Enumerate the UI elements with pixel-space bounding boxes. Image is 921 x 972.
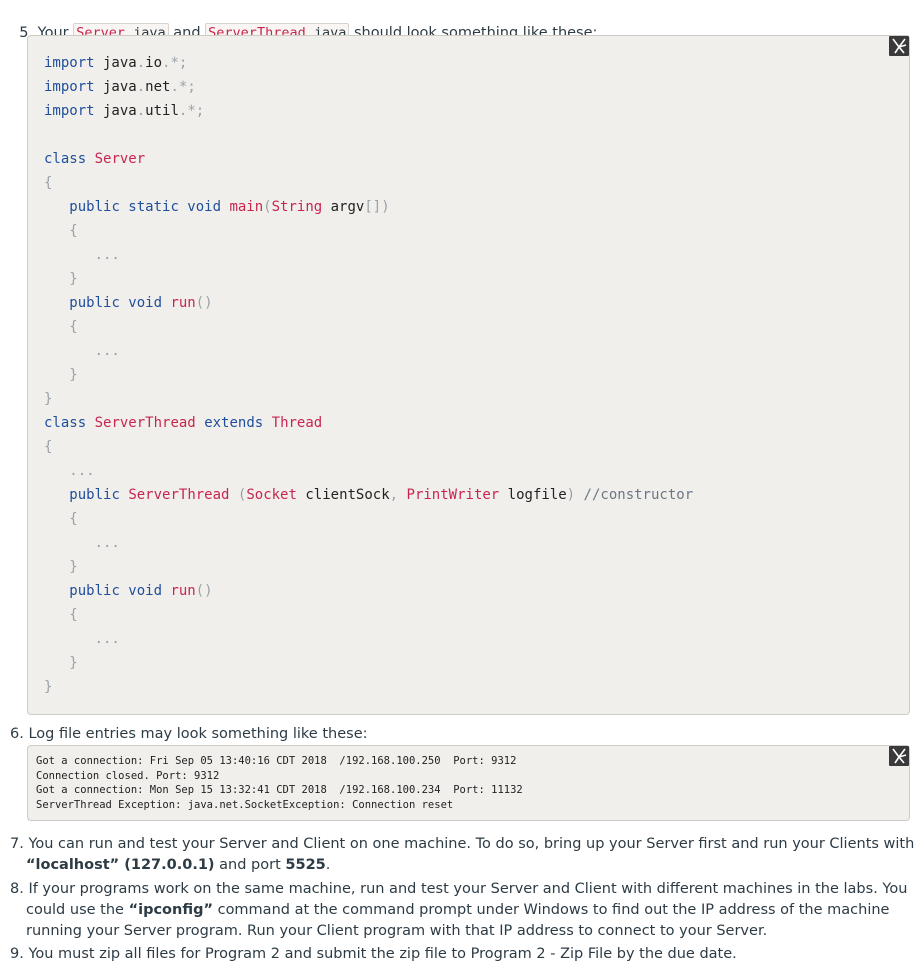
code-line: import java.net.*; — [44, 79, 196, 95]
code-line: public ServerThread (Socket clientSock, … — [69, 487, 694, 503]
code-line: { — [69, 223, 78, 239]
step-8-text: 8. If your programs work on the same mac… — [10, 881, 908, 939]
code-line: public void run() — [69, 295, 213, 311]
expand-icon-log[interactable] — [889, 746, 909, 766]
code-line: } — [69, 559, 78, 575]
code-block — [27, 35, 910, 715]
code-line: } — [69, 655, 78, 671]
code-line: public static void main(String argv[]) — [69, 199, 390, 215]
code-line: } — [69, 367, 78, 383]
code-line: ... — [94, 247, 120, 263]
log-line: Got a connection: Mon Sep 15 13:32:41 CD… — [36, 784, 523, 796]
code-line: { — [69, 319, 78, 335]
log-lines: Got a connection: Fri Sep 05 13:40:16 CD… — [36, 754, 523, 812]
code-line: import java.io.*; — [44, 55, 188, 71]
step-9-text: 9. You must zip all files for Program 2 … — [10, 946, 737, 962]
code-line: public void run() — [69, 583, 213, 599]
code-line: } — [44, 679, 53, 695]
code-line: { — [69, 607, 78, 623]
code-line: ... — [94, 535, 120, 551]
java-code: import java.io.*; import java.net.*; impor… — [44, 51, 693, 699]
code-line: ... — [94, 631, 120, 647]
code-line: ... — [94, 343, 120, 359]
log-line: ServerThread Exception: java.net.SocketE… — [36, 798, 454, 811]
step-7-text: 7. You can run and test your Server and … — [10, 836, 915, 873]
log-line: Connection closed. Port: 9312 — [36, 769, 220, 782]
code-line: class Server — [44, 151, 146, 167]
code-line: class ServerThread extends Thread — [44, 415, 323, 431]
step-6-text: 6. Log file entries may look something l… — [10, 726, 368, 742]
log-block — [27, 745, 910, 821]
code-line: { — [69, 511, 78, 527]
code-line: ... — [69, 463, 95, 479]
code-line: { — [44, 439, 53, 455]
code-line — [44, 123, 693, 147]
code-line: { — [44, 175, 53, 191]
expand-icon[interactable] — [889, 36, 909, 56]
log-line: Got a connection: Fri Sep 05 13:40:16 CD… — [36, 755, 517, 767]
code-line: import java.util.*; — [44, 103, 205, 119]
code-line: } — [44, 391, 53, 407]
code-line: } — [69, 271, 78, 287]
